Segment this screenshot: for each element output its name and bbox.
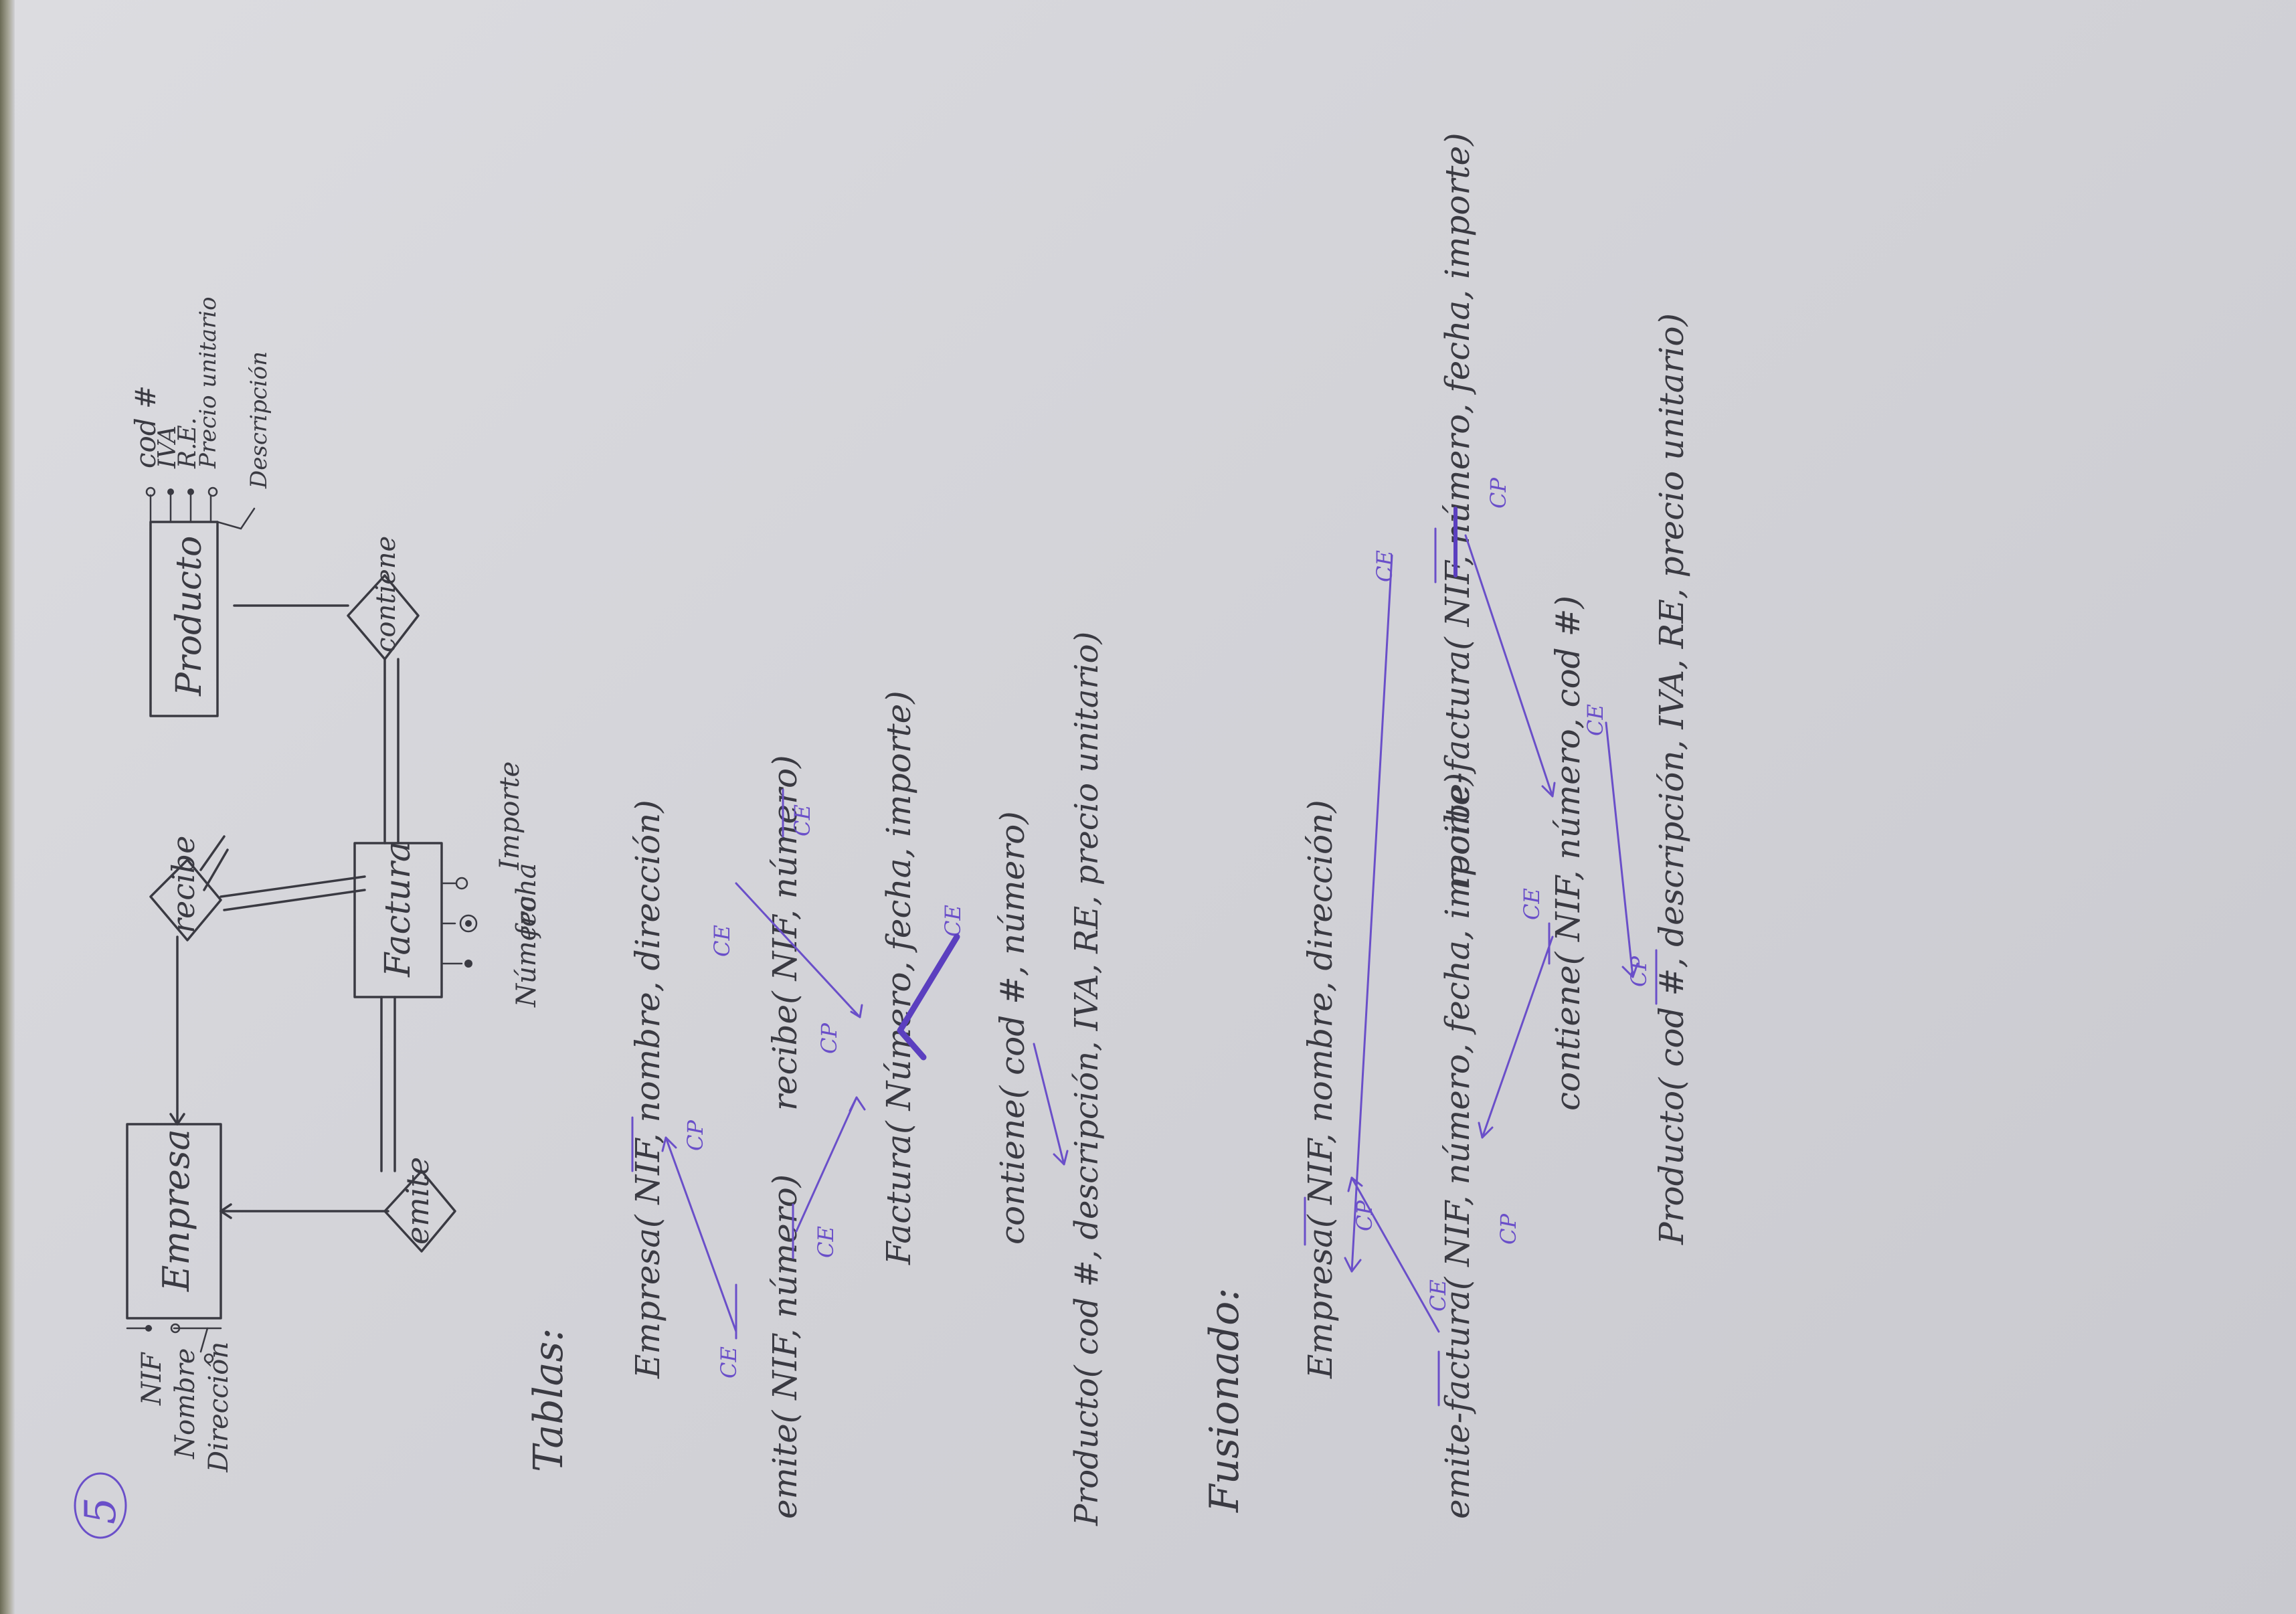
key-ce-recibe-numero: CE xyxy=(790,804,815,836)
fusion-contiene: contiene( NIF, número, cod #) xyxy=(1549,596,1587,1111)
attr-precio: Precio unitario xyxy=(195,296,222,469)
rel-emite: emite xyxy=(400,1157,436,1245)
key-ce-recibe-nif: CE xyxy=(709,925,735,957)
key-cp-factura: CP xyxy=(816,1023,842,1054)
table-emite: emite( NIF, número) xyxy=(766,1174,804,1519)
key-cp-fusion-recibe: CP xyxy=(1486,478,1511,509)
attr-numero: Número xyxy=(511,896,542,1008)
rel-contiene: contiene xyxy=(371,536,402,652)
heading-fusionado: Fusionado: xyxy=(1201,1287,1248,1513)
key-cp-empresa: CP xyxy=(683,1120,708,1151)
key-ce-emite-numero: CE xyxy=(813,1226,838,1258)
key-ce-emite-nif: CE xyxy=(716,1346,741,1378)
key-ce-fusion-contiene-nif: CE xyxy=(1519,888,1544,920)
heading-tablas: Tablas: xyxy=(525,1328,572,1472)
entity-empresa: Empresa xyxy=(155,1129,197,1292)
table-empresa: Empresa( NIF, nombre, dirección) xyxy=(628,800,667,1379)
table-factura: Factura( Número, fecha, importe) xyxy=(879,691,918,1265)
exercise-number: 5 xyxy=(76,1497,126,1524)
key-cp-fusion-producto: CP xyxy=(1626,956,1652,987)
key-ce-contiene-numero: CE xyxy=(940,905,966,937)
key-cp-fusion-emite: CP xyxy=(1496,1214,1521,1245)
attr-iva: IVA xyxy=(154,426,181,469)
entity-producto: Producto xyxy=(169,536,209,697)
table-recibe: recibe( NIF, número) xyxy=(766,755,804,1111)
attr-fecha: fecha xyxy=(511,863,542,939)
attr-nif: NIF xyxy=(137,1352,167,1406)
rel-recibe-diamond xyxy=(149,859,222,942)
key-ce-fusion-contiene-cod: CE xyxy=(1583,704,1608,736)
attr-re: R.E. xyxy=(174,418,201,469)
rel-recibe: recibe xyxy=(165,836,201,933)
key-ce-fusion-emite: CE xyxy=(1425,1279,1451,1312)
attr-nombre: Nombre xyxy=(170,1348,201,1459)
entity-factura: Factura xyxy=(378,841,418,978)
entity-producto-box xyxy=(149,521,219,717)
fusion-empresa: Empresa( NIF, nombre, dirección) xyxy=(1301,800,1340,1379)
attr-importe: Importe xyxy=(495,761,525,871)
attr-cod: cod # xyxy=(129,385,162,468)
exercise-circle xyxy=(74,1472,127,1539)
table-producto: Producto( cod #, descripción, IVA, RE, p… xyxy=(1068,632,1106,1526)
rel-emite-diamond xyxy=(383,1170,456,1253)
attr-descripcion: Descripción xyxy=(246,351,272,489)
fusion-emite-factura: emite-factura( NIF, número, fecha, impor… xyxy=(1438,773,1477,1519)
entity-empresa-box xyxy=(126,1123,222,1320)
attr-direccion: Dirección xyxy=(203,1342,234,1473)
fusion-producto: Producto( cod #, descripción, IVA, RE, p… xyxy=(1652,313,1691,1245)
table-contiene: contiene( cod #, número) xyxy=(993,811,1032,1245)
paper-edge xyxy=(0,0,15,1614)
key-ce-fusion-recibe: CE xyxy=(1372,550,1397,582)
rel-contiene-diamond xyxy=(347,574,420,660)
